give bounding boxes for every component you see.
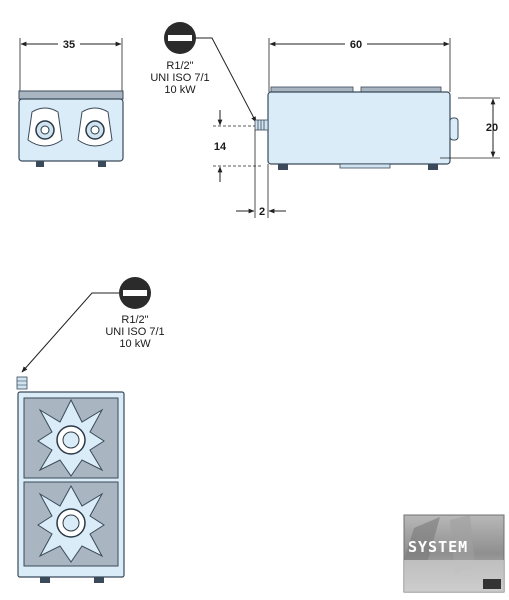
dimension-label-width: 35 bbox=[63, 39, 75, 51]
logo-text: SYSTEM bbox=[408, 538, 468, 556]
gas-spec-line-3: 10 kW bbox=[119, 338, 151, 350]
control-knob-icon bbox=[85, 120, 105, 140]
control-knob-icon bbox=[35, 120, 55, 140]
side-view: 60 20 14 2 bbox=[213, 36, 500, 218]
dimension-label-connection-offset: 2 bbox=[259, 206, 265, 218]
gas-spec-line-1: R1/2" bbox=[166, 60, 193, 72]
gas-spec-line-2: UNI ISO 7/1 bbox=[150, 72, 209, 84]
gas-spec-line-1: R1/2" bbox=[121, 314, 148, 326]
front-view: 35 bbox=[18, 36, 124, 167]
gas-connection-note-top: R1/2" UNI ISO 7/1 10 kW bbox=[150, 22, 257, 123]
gas-connection-icon bbox=[164, 22, 196, 54]
gas-spec-line-3: 10 kW bbox=[164, 84, 196, 96]
plan-view bbox=[16, 376, 125, 583]
system-logo: SYSTEM bbox=[403, 514, 505, 593]
dimension-label-depth: 60 bbox=[350, 39, 362, 51]
burner-icon bbox=[37, 398, 105, 477]
gas-fitting bbox=[254, 119, 269, 131]
side-body bbox=[267, 91, 451, 165]
burner-icon bbox=[37, 484, 105, 563]
gas-connection-icon bbox=[119, 277, 151, 309]
dimension-label-height: 20 bbox=[486, 122, 498, 134]
dimension-label-connection-height: 14 bbox=[214, 141, 227, 153]
gas-spec-line-2: UNI ISO 7/1 bbox=[105, 326, 164, 338]
gas-connection-note-plan: R1/2" UNI ISO 7/1 10 kW bbox=[21, 277, 165, 373]
